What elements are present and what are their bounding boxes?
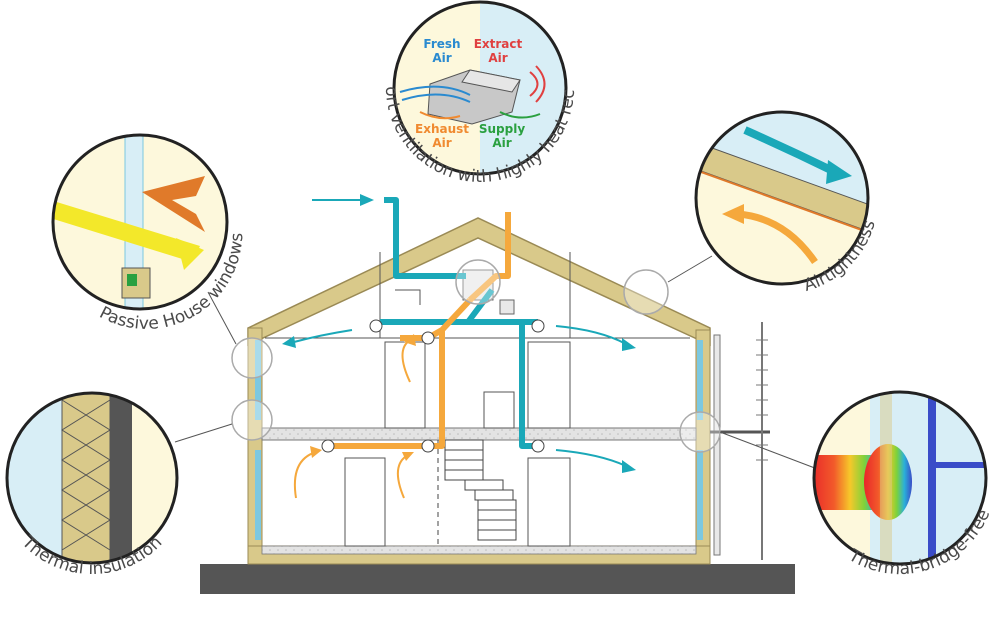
extract-air-label-1: Extract — [474, 37, 523, 51]
leader-lines — [174, 255, 821, 471]
ventilation-box — [499, 299, 515, 315]
focus-circles — [231, 259, 721, 453]
ground — [200, 564, 795, 594]
left-window-upper — [255, 340, 261, 420]
supply-air-label-1: Supply — [479, 122, 525, 136]
fresh-air-label-1: Fresh — [423, 37, 460, 51]
middle-floor-slab — [261, 427, 697, 441]
airflow-arrowheads — [282, 334, 636, 473]
callout-airtightness — [694, 110, 870, 286]
right-window-upper — [697, 340, 703, 420]
vent-valves — [321, 319, 545, 453]
fresh-air-arrowhead — [360, 194, 374, 206]
external-frame — [713, 334, 721, 556]
callout-passive-windows — [51, 133, 229, 311]
base-slab-inner — [261, 545, 697, 555]
right-window-lower — [697, 450, 703, 540]
left-window-lower — [255, 450, 261, 540]
railing-ticks — [756, 339, 768, 461]
extract-air-label-2: Air — [488, 51, 507, 65]
staircase — [444, 439, 517, 541]
exhaust-air-label-2: Air — [432, 136, 451, 150]
callout-thermal-bridge — [812, 390, 988, 566]
interior-outlines — [344, 252, 571, 547]
fresh-air-label-2: Air — [432, 51, 451, 65]
supply-air-label-2: Air — [492, 136, 511, 150]
exhaust-air-label-1: Exhaust — [415, 122, 469, 136]
